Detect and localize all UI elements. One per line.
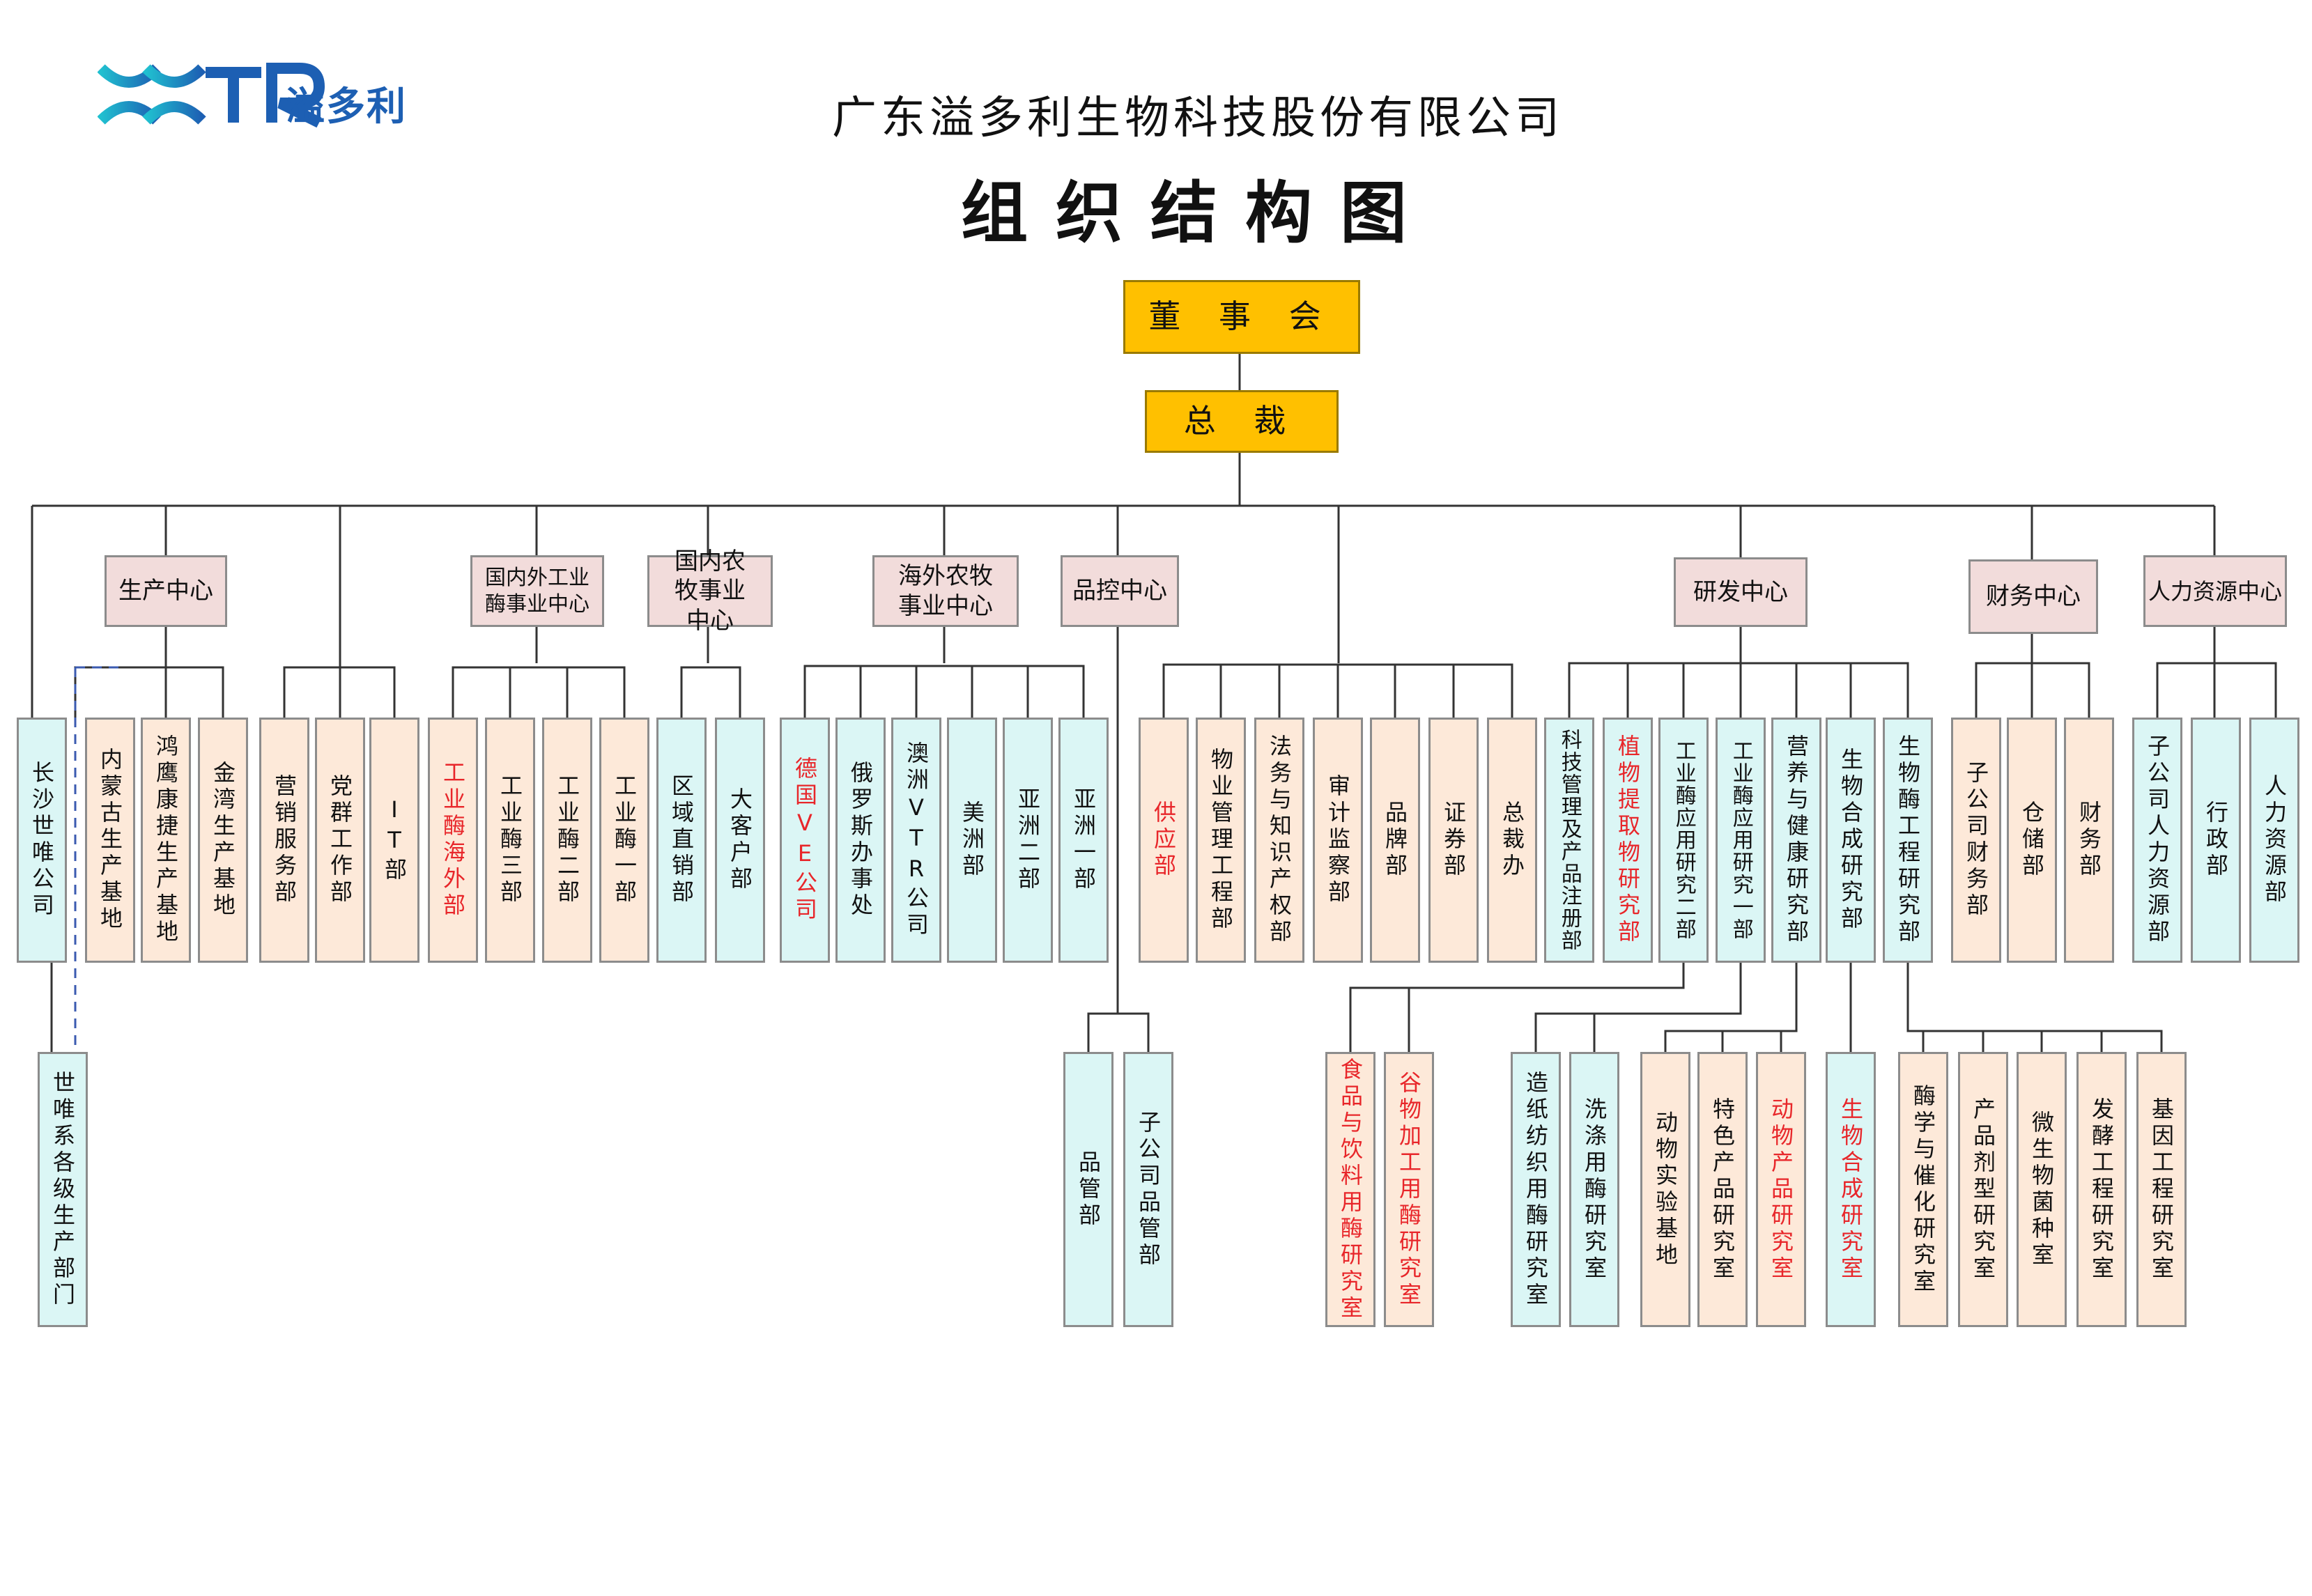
lab-special: 特色产品研究室 [1697, 1052, 1748, 1327]
lab-formulation: 产品剂型研究室 [1958, 1052, 2008, 1327]
dept-plant-extract: 植物提取物研究部 [1603, 718, 1653, 963]
dept-biosynth: 生物合成研究部 [1826, 718, 1876, 963]
dept-enzyme2: 工业酶二部 [542, 718, 592, 963]
dept-ceo-office: 总裁办 [1487, 718, 1537, 963]
lab-animal-base: 动物实验基地 [1640, 1052, 1690, 1327]
dept-nutrition: 营养与健康研究部 [1771, 718, 1821, 963]
dept-enzyme1: 工业酶一部 [599, 718, 649, 963]
dept-neimenggu: 内蒙古生产基地 [85, 718, 135, 963]
dept-enzyme-app2: 工业酶应用研究二部 [1658, 718, 1709, 963]
overseas-agri-center: 海外农牧事业中心 [872, 555, 1019, 627]
dept-sub-hr: 子公司人力资源部 [2132, 718, 2182, 963]
dept-party: 党群工作部 [315, 718, 365, 963]
dept-hongying: 鸿鹰康捷生产基地 [141, 718, 191, 963]
dept-jinwan: 金湾生产基地 [198, 718, 248, 963]
lab-biosynth: 生物合成研究室 [1826, 1052, 1876, 1327]
dept-hr: 人力资源部 [2249, 718, 2299, 963]
dept-admin: 行政部 [2191, 718, 2241, 963]
dept-enzyme-overseas: 工业酶海外部 [428, 718, 478, 963]
domestic-agri-center: 国内农牧事业中心 [647, 548, 773, 635]
intl-enzyme-center: 国内外工业酶事业中心 [470, 555, 604, 627]
dept-germany: 德国VE公司 [780, 718, 830, 963]
dept-it: IT部 [369, 718, 419, 963]
lab-food: 食品与饮料用酶研究室 [1325, 1052, 1375, 1327]
board-box: 董 事 会 [1123, 280, 1360, 354]
production-center: 生产中心 [105, 555, 227, 627]
rnd-center: 研发中心 [1674, 557, 1808, 627]
dept-shiwei-prod: 世唯系各级生产部门 [38, 1052, 88, 1327]
lab-enzymology: 酶学与催化研究室 [1898, 1052, 1948, 1327]
dept-russia: 俄罗斯办事处 [835, 718, 886, 963]
dept-property: 物业管理工程部 [1196, 718, 1246, 963]
dept-asia2: 亚洲二部 [1003, 718, 1053, 963]
company-name: 广东溢多利生物科技股份有限公司 [832, 93, 1564, 144]
logo-text: 溢多利 [286, 84, 407, 130]
lab-animal: 动物产品研究室 [1756, 1052, 1806, 1327]
dept-brand: 品牌部 [1370, 718, 1420, 963]
dept-australia: 澳洲VTR公司 [891, 718, 941, 963]
dept-securities: 证券部 [1428, 718, 1479, 963]
dept-qc: 品管部 [1063, 1052, 1113, 1327]
dept-sub-qc: 子公司品管部 [1123, 1052, 1173, 1327]
dept-sci-mgmt: 科技管理及产品注册部 [1544, 718, 1594, 963]
dept-regional: 区域直销部 [656, 718, 707, 963]
dept-bioeng: 生物酶工程研究部 [1883, 718, 1933, 963]
lab-gene: 基因工程研究室 [2136, 1052, 2187, 1327]
lab-ferment: 发酵工程研究室 [2076, 1052, 2127, 1327]
dept-marketing: 营销服务部 [259, 718, 309, 963]
lab-detergent: 洗涤用酶研究室 [1569, 1052, 1619, 1327]
dept-america: 美洲部 [947, 718, 997, 963]
dept-supply: 供应部 [1139, 718, 1189, 963]
dept-changsha: 长沙世唯公司 [17, 718, 67, 963]
chart-title: 组织结构图 [961, 173, 1435, 252]
dept-warehouse: 仓储部 [2007, 718, 2057, 963]
hr-center: 人力资源中心 [2143, 555, 2287, 627]
dept-finance: 财务部 [2064, 718, 2114, 963]
dept-audit: 审计监察部 [1313, 718, 1363, 963]
finance-center: 财务中心 [1968, 559, 2098, 634]
lab-paper: 造纸纺织用酶研究室 [1511, 1052, 1561, 1327]
lab-microbe: 微生物菌种室 [2017, 1052, 2067, 1327]
dept-asia1: 亚洲一部 [1058, 718, 1109, 963]
dept-key-account: 大客户部 [715, 718, 765, 963]
quality-center: 品控中心 [1061, 555, 1179, 627]
dept-legal: 法务与知识产权部 [1254, 718, 1304, 963]
president-box: 总 裁 [1145, 390, 1339, 453]
lab-grain: 谷物加工用酶研究室 [1384, 1052, 1434, 1327]
company-logo-icon [98, 63, 325, 127]
dept-sub-finance: 子公司财务部 [1951, 718, 2001, 963]
dept-enzyme3: 工业酶三部 [485, 718, 535, 963]
dept-enzyme-app1: 工业酶应用研究一部 [1716, 718, 1766, 963]
